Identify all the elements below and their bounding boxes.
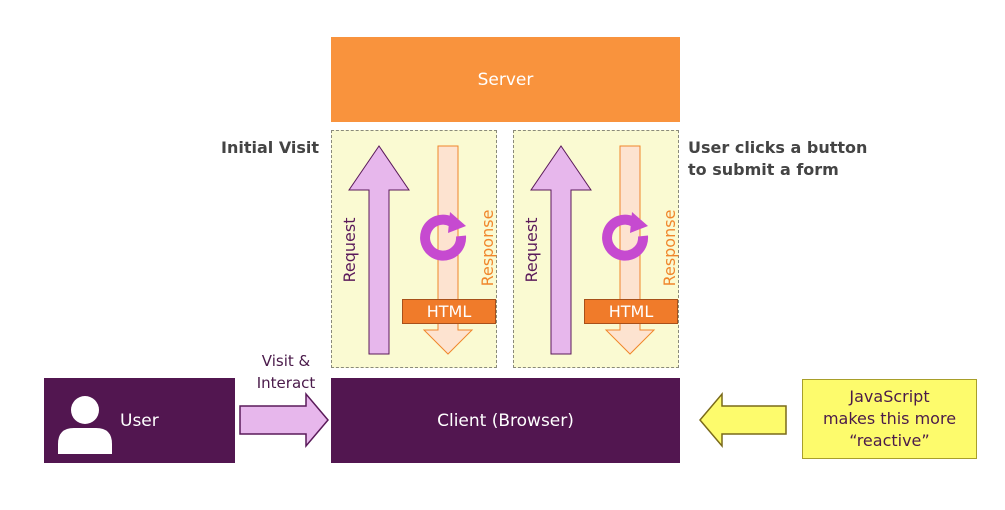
js-note-line1: JavaScript: [849, 387, 930, 406]
form-submit-panel: [513, 130, 679, 368]
initial-visit-label: Initial Visit: [221, 138, 320, 157]
request-label: Request: [340, 217, 359, 283]
html-payload-tag: HTML: [402, 299, 496, 324]
js-note-line2: makes this more: [822, 409, 957, 428]
visit-interact-line1: Visit &: [261, 352, 311, 370]
html-payload-tag: HTML: [584, 299, 678, 324]
js-arrow: [699, 391, 787, 449]
request-label: Request: [522, 217, 541, 283]
js-note-line3: “reactive”: [849, 431, 930, 450]
visit-interact-label: Visit & Interact: [238, 350, 334, 394]
server-box: Server: [331, 37, 680, 122]
user-clicks-label: User clicks a button to submit a form: [688, 137, 888, 181]
user-label: User: [120, 410, 159, 431]
visit-arrow: [239, 391, 329, 449]
request-arrow-right: [530, 145, 592, 355]
refresh-icon: [602, 214, 649, 261]
user-box: User: [44, 378, 235, 463]
refresh-arrowhead-icon: [630, 212, 648, 233]
refresh-icon: [420, 214, 467, 261]
client-label: Client (Browser): [437, 410, 574, 431]
user-clicks-line2: to submit a form: [688, 160, 839, 179]
initial-visit-panel: [331, 130, 497, 368]
visit-interact-line2: Interact: [256, 374, 316, 392]
server-label: Server: [477, 69, 534, 90]
response-label: Response: [478, 209, 497, 287]
refresh-arrowhead-icon: [448, 212, 466, 233]
client-browser-box: Client (Browser): [331, 378, 680, 463]
javascript-note: JavaScript makes this more “reactive”: [802, 379, 977, 459]
user-clicks-line1: User clicks a button: [688, 138, 868, 157]
response-label: Response: [660, 209, 679, 287]
request-arrow-left: [348, 145, 410, 355]
person-icon: [58, 396, 112, 454]
